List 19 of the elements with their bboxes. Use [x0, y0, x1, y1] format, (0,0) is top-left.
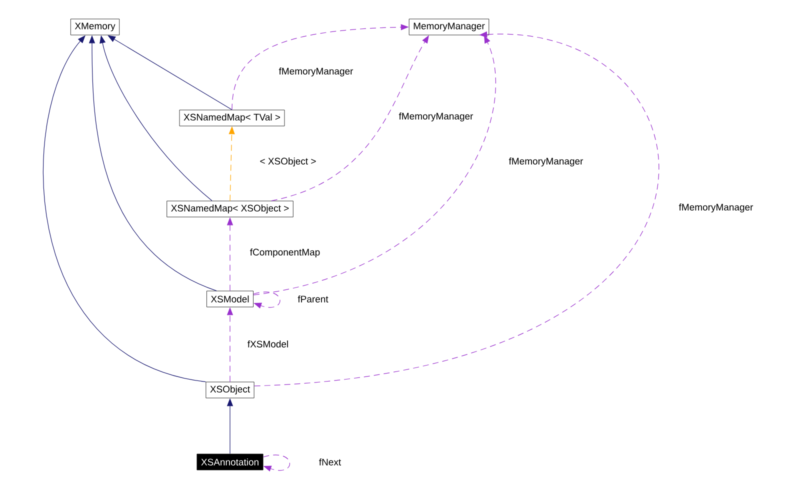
edge-label: fMemoryManager — [398, 112, 474, 122]
arrow — [262, 454, 290, 472]
edge-label: fXSModel — [246, 340, 290, 348]
arrow — [108, 35, 232, 110]
arrow — [253, 292, 280, 309]
class-box: XSNamedMap< XSObject > — [166, 200, 294, 218]
edge-label: < XSObject > — [258, 156, 318, 168]
class-box: XSAnnotation — [196, 454, 264, 470]
edge-label: fNext — [318, 458, 342, 466]
edge-label: fMemoryManager — [678, 202, 754, 214]
edge-label: fComponentMap — [248, 248, 322, 258]
class-box: XSModel — [206, 290, 254, 308]
class-box: MemoryManager — [408, 18, 490, 36]
edge-label: fMemoryManager — [508, 156, 584, 168]
edge-label: fMemoryManager — [278, 66, 354, 78]
edge-label: fParent — [296, 294, 330, 304]
class-box: XMemory — [70, 18, 120, 36]
class-box: XSNamedMap< TVal > — [179, 110, 285, 126]
class-box: XSObject — [206, 382, 254, 398]
